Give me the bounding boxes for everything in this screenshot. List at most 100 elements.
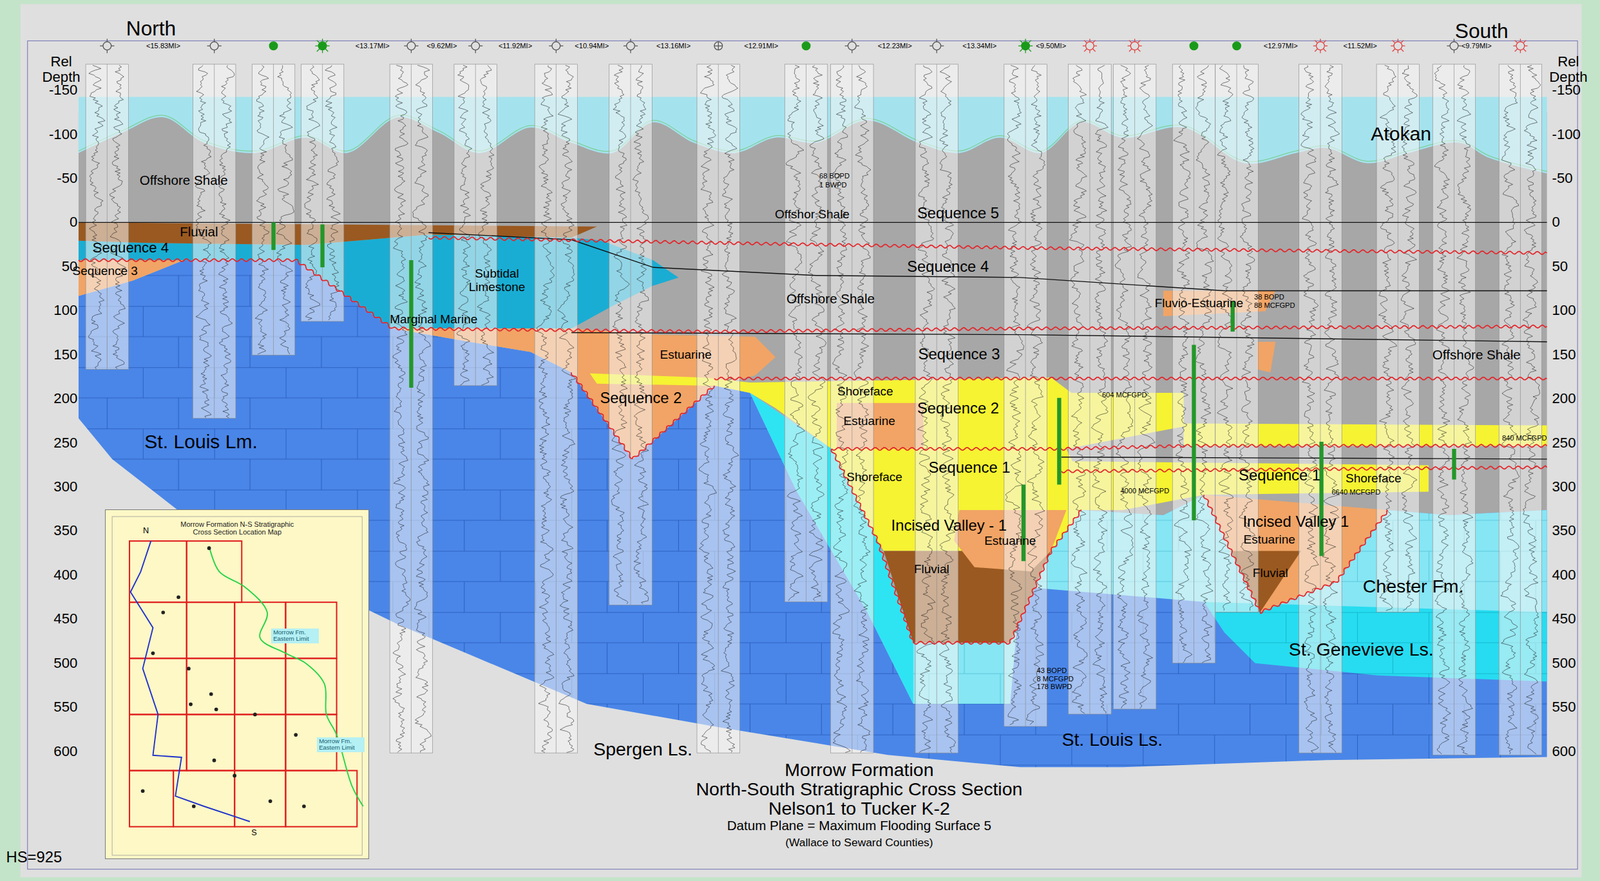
well-tick (555, 50, 557, 54)
well-tick (322, 38, 323, 42)
well-tick (1138, 45, 1143, 47)
map-well-dot (253, 712, 258, 717)
production-note: 6640 MCFGPD (1331, 487, 1381, 496)
map-well-dot (294, 733, 299, 737)
log-curve (456, 65, 472, 386)
well-ray (1019, 40, 1023, 44)
well-log (696, 64, 741, 753)
chart-caption: Datum Plane = Maximum Flooding Surface 5 (727, 818, 992, 833)
track-divider (1236, 64, 1238, 613)
well-symbol (1390, 38, 1405, 53)
log-curve (1457, 65, 1474, 755)
well-symbol (623, 38, 638, 53)
well-tick (548, 45, 553, 47)
well-tick (629, 50, 631, 54)
well-spacing: <9.79MI> (1461, 41, 1492, 50)
depth-tick: -150 (48, 82, 78, 98)
production-note: 8 MCFGPD (1037, 674, 1074, 683)
track-divider (322, 64, 323, 322)
well-tick (634, 45, 638, 47)
county-outline (186, 602, 235, 659)
well-circle (1021, 41, 1030, 51)
depth-tick: 550 (1552, 699, 1577, 715)
unit-label: Offshore Shale (139, 173, 229, 189)
well-tick (1024, 50, 1026, 54)
well-log (784, 64, 828, 603)
unit-label: Offshore Shale (786, 291, 875, 307)
unit-label: Spergen Ls. (593, 740, 693, 761)
production-note: 68 BOPD (819, 171, 850, 180)
depth-tick: 300 (53, 479, 78, 495)
well-tick (1082, 45, 1086, 47)
flooding-surface (1061, 457, 1548, 460)
map-south: S (251, 828, 257, 839)
well-ray (1314, 48, 1318, 52)
perforation-bar (271, 222, 276, 250)
production-note: 178 BWPD (1037, 682, 1073, 691)
map-well-dot (209, 691, 214, 696)
well-ray (1314, 40, 1318, 44)
log-strip (1004, 64, 1048, 727)
log-curve (195, 65, 212, 418)
depth-tick: 450 (1552, 611, 1577, 627)
well-circle (471, 41, 480, 51)
well-symbol (1232, 41, 1242, 51)
log-curve (276, 65, 294, 355)
well-tick (1524, 45, 1528, 47)
county-outline (129, 658, 187, 715)
track-divider (273, 64, 274, 355)
well-spacing: <12.91MI> (743, 41, 779, 50)
map-well-dot (176, 595, 181, 600)
well-log (1432, 64, 1476, 755)
unit-label: Offshore Shale (1432, 347, 1521, 363)
map-well-dot (207, 546, 212, 551)
perforation-bar (1451, 448, 1456, 480)
well-tick (856, 45, 860, 47)
well-tick (479, 45, 484, 47)
well-circle (1085, 41, 1095, 51)
log-strip (1172, 64, 1216, 664)
depth-tick: 0 (69, 214, 78, 230)
well-tick (1513, 45, 1517, 47)
unit-label: Marginal Marine (389, 312, 478, 326)
well-tick (1458, 45, 1462, 47)
well-circle (1516, 41, 1525, 51)
well-circle (626, 41, 636, 51)
log-strip (534, 64, 578, 753)
map-title: Morrow Formation N-S Stratigraphic Cross… (175, 520, 299, 536)
map-well-dot (212, 758, 217, 762)
well-tick (475, 38, 477, 42)
county-outline (129, 541, 187, 603)
well-tick (468, 45, 472, 47)
well-log (192, 64, 236, 419)
well-spacing: <9.62MI> (427, 41, 458, 50)
log-curve (217, 65, 235, 418)
unit-label: Fluvial (1252, 566, 1289, 581)
axis-title: Rel Depth (1549, 53, 1588, 86)
well-circle (847, 41, 857, 51)
depth-tick: 200 (1552, 390, 1577, 407)
well-symbol (403, 38, 419, 53)
depth-tick: 550 (53, 699, 78, 715)
log-curve (1194, 65, 1214, 663)
depth-tick: -50 (56, 170, 78, 187)
well-tick (475, 50, 477, 54)
well-circle (1393, 41, 1403, 51)
well-symbol (714, 41, 723, 51)
depth-tick: 400 (1552, 567, 1577, 583)
depth-tick: 500 (53, 655, 78, 671)
track-divider (1025, 64, 1027, 727)
map-well-dot (151, 651, 156, 656)
map-group (112, 516, 364, 856)
log-curve (698, 65, 717, 753)
well-circle (318, 41, 327, 51)
well-tick (1018, 45, 1022, 47)
well-tick (106, 50, 108, 54)
log-strip (192, 64, 236, 419)
log-strip (1113, 64, 1157, 710)
county-outline (234, 658, 286, 715)
track-divider (410, 64, 412, 753)
well-ray (1028, 48, 1032, 52)
log-curve (109, 65, 126, 369)
well-ray (1400, 48, 1404, 52)
